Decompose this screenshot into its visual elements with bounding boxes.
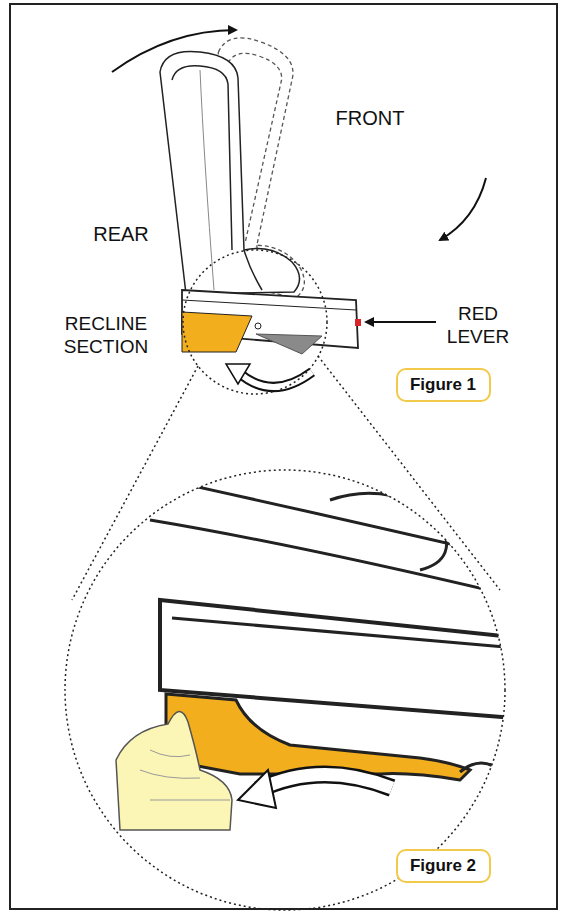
figure-label: Figure 1 (410, 375, 476, 395)
part-label: FRONT (315, 106, 425, 130)
hand (116, 711, 232, 830)
recline-arrow (440, 178, 486, 240)
zoom-circle (183, 250, 327, 394)
zoomed-base (116, 470, 540, 830)
figure-tag: Figure 2 (396, 849, 491, 883)
leader-line (366, 321, 436, 323)
zoom-circle (65, 470, 505, 910)
red-lever (355, 319, 361, 326)
zoom-line (72, 366, 198, 600)
part-label: REAR (76, 222, 166, 246)
figure-tag: Figure 1 (396, 368, 491, 402)
upright-seat (160, 51, 300, 294)
seat-base (182, 290, 361, 354)
rotate-arrow (226, 364, 312, 387)
zoom-line (318, 356, 500, 590)
part-label: RECLINE SECTION (51, 313, 161, 359)
figure-label: Figure 2 (410, 856, 476, 876)
part-label: RED LEVER (435, 303, 521, 349)
frame (10, 4, 557, 909)
